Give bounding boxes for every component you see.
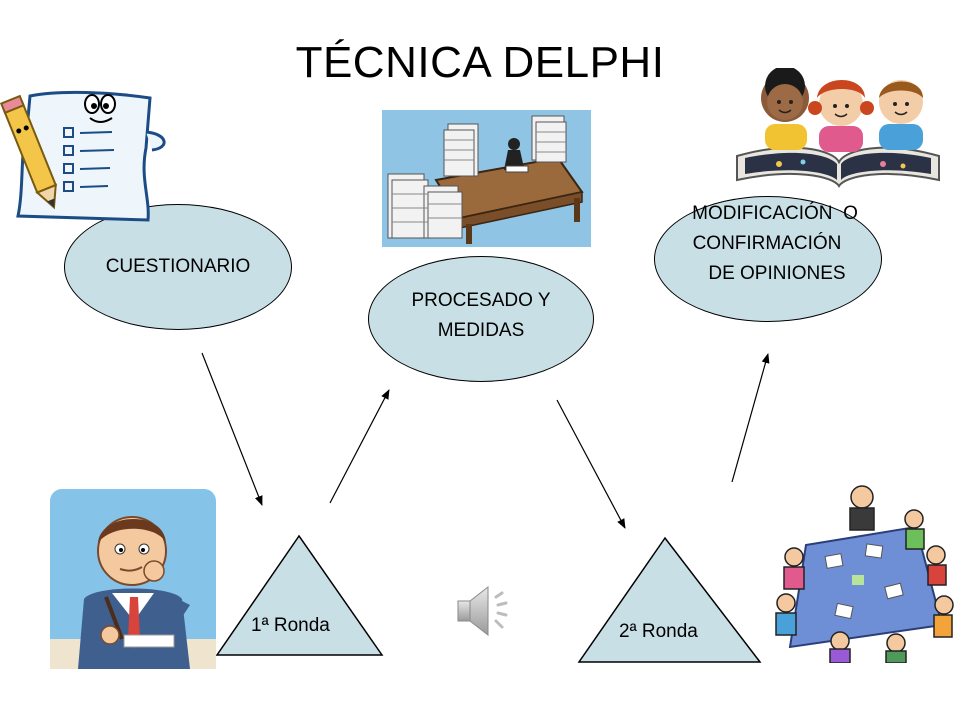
triangle-ronda2 — [577, 536, 762, 663]
ronda2-label: 2ª Ronda — [619, 621, 698, 642]
node-text-line: MEDIDAS — [437, 320, 525, 341]
ronda1-label: 1ª Ronda — [251, 615, 330, 636]
node-modificacion-opiniones: MODIFICACIÓN O CONFIRMACIÓN DE OPINIONES — [654, 196, 882, 322]
node-cuestionario: CUESTIONARIO — [64, 204, 292, 330]
arrow-cuestionario-to-ronda1 — [201, 352, 263, 506]
node-procesado-text: PROCESADO Y MEDIDAS — [411, 286, 550, 346]
arrow-procesado-to-ronda2 — [556, 399, 626, 529]
arrow-ronda2-to-modificacion — [731, 353, 770, 483]
children-reading-icon — [736, 68, 940, 188]
page-title: TÉCNICA DELPHI — [295, 38, 665, 87]
node-text-line: CONFIRMACIÓN — [692, 233, 842, 254]
node-cuestionario-text: CUESTIONARIO — [106, 252, 251, 282]
thinking-man-icon — [50, 489, 216, 669]
speaker-icon[interactable] — [456, 583, 520, 639]
node-text-line: PROCESADO Y — [411, 290, 551, 311]
node-text-line: MODIFICACIÓN O — [692, 203, 858, 224]
node-text-line: CUESTIONARIO — [105, 256, 251, 277]
node-modificacion-text: MODIFICACIÓN O CONFIRMACIÓN DE OPINIONES — [692, 199, 858, 289]
checklist-pencil-icon — [0, 90, 166, 222]
node-text-line: DE OPINIONES — [708, 263, 846, 284]
node-procesado-medidas: PROCESADO Y MEDIDAS — [368, 256, 594, 382]
arrow-ronda1-to-procesado — [329, 389, 390, 504]
triangle-ronda1 — [215, 534, 384, 656]
meeting-table-icon — [766, 475, 956, 663]
desk-papers-icon — [382, 110, 591, 247]
